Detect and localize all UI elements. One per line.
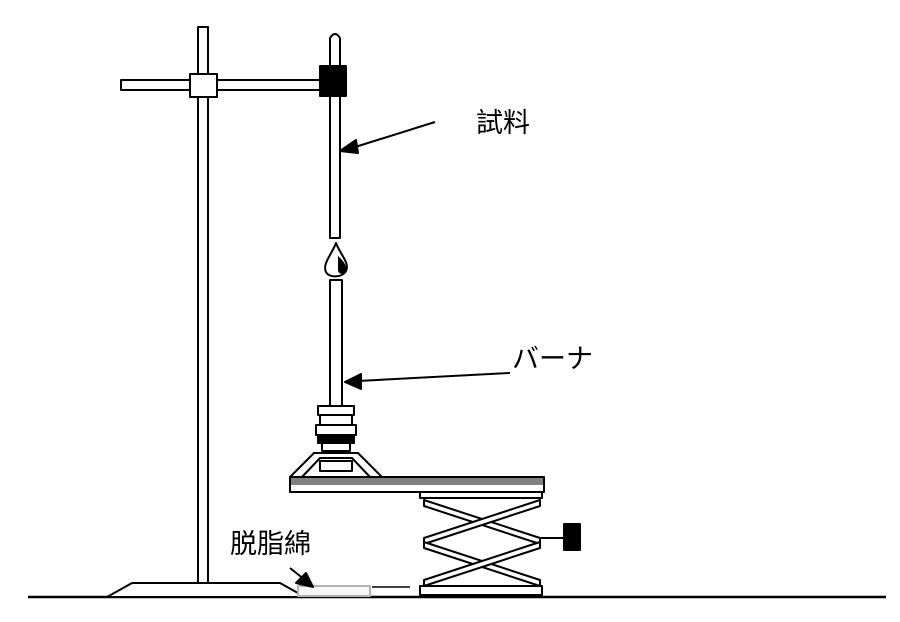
label-sample: 試料 xyxy=(476,108,530,139)
cotton-pad xyxy=(297,585,371,597)
stand-base xyxy=(106,582,306,598)
jack-scissors xyxy=(423,499,541,587)
jack-upper-plate xyxy=(419,491,543,499)
sample-arrow xyxy=(339,121,436,154)
burner-collar-top xyxy=(317,405,355,416)
boss-clamp xyxy=(189,73,218,98)
jack-base xyxy=(419,585,543,596)
jack-knob[interactable] xyxy=(563,523,581,551)
label-burner: バーナ xyxy=(512,344,593,375)
jack-platform-top xyxy=(291,478,543,485)
burner-base-inner xyxy=(301,457,371,478)
burner-arrow xyxy=(344,372,511,390)
burner-neck xyxy=(321,442,351,452)
cotton-arrow xyxy=(289,567,314,588)
sample-rod xyxy=(329,33,341,239)
flame-inner xyxy=(338,256,347,274)
stand-arm xyxy=(120,79,329,91)
burner-collar-mid xyxy=(319,414,353,426)
burner-foot xyxy=(319,460,353,472)
burner-collar-band xyxy=(317,434,355,444)
label-cotton: 脱脂綿 xyxy=(230,529,311,560)
sample-clamp xyxy=(319,65,347,97)
stand-rod xyxy=(197,26,209,584)
burner-tube xyxy=(329,279,343,407)
burner-collar-low xyxy=(315,424,357,436)
